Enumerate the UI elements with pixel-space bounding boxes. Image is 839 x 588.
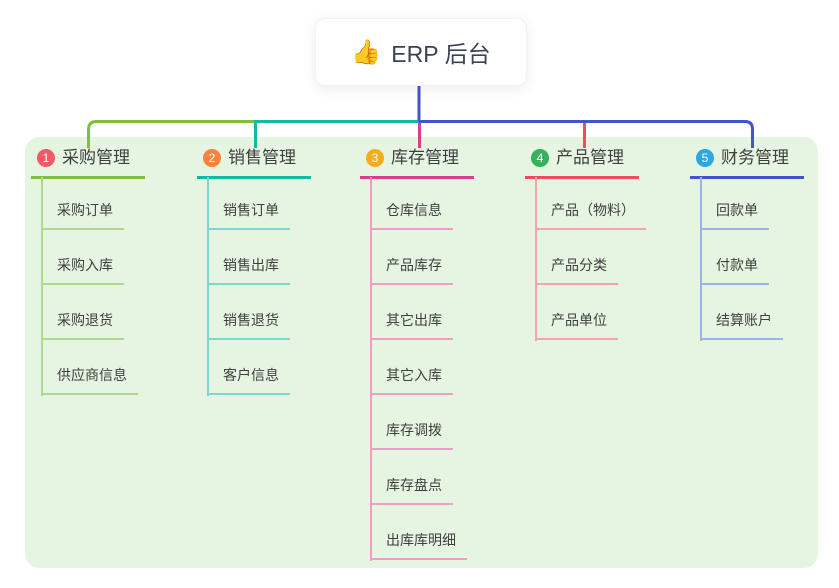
child-node[interactable]: 销售出库 bbox=[207, 257, 290, 285]
branch-children: 产品（物料） 产品分类 产品单位 bbox=[535, 179, 646, 340]
branch-inventory: 3 库存管理 仓库信息 产品库存 其它出库 其它入库 库存调拨 库存盘点 出库库… bbox=[360, 147, 474, 561]
branch-child-line bbox=[700, 177, 702, 341]
list-item: 产品（物料） bbox=[535, 179, 646, 230]
list-item: 采购退货 bbox=[41, 285, 145, 340]
list-item: 供应商信息 bbox=[41, 340, 145, 395]
branch-child-line bbox=[207, 177, 209, 396]
child-node[interactable]: 产品分类 bbox=[535, 257, 618, 285]
list-item: 客户信息 bbox=[207, 340, 311, 395]
branch-children: 销售订单 销售出库 销售退货 客户信息 bbox=[207, 179, 311, 395]
list-item: 采购入库 bbox=[41, 230, 145, 285]
list-item: 其它出库 bbox=[370, 285, 474, 340]
branch-header-product[interactable]: 4 产品管理 bbox=[525, 147, 639, 179]
child-node[interactable]: 仓库信息 bbox=[370, 202, 453, 230]
branch-child-line bbox=[535, 177, 537, 341]
list-item: 结算账户 bbox=[700, 285, 804, 340]
list-item: 出库库明细 bbox=[370, 505, 474, 560]
branch-child-line bbox=[370, 177, 372, 561]
branch-number-badge: 3 bbox=[366, 148, 384, 167]
child-node[interactable]: 采购入库 bbox=[41, 257, 124, 285]
branch-label: 财务管理 bbox=[721, 148, 789, 167]
list-item: 销售退货 bbox=[207, 285, 311, 340]
child-node[interactable]: 采购退货 bbox=[41, 312, 124, 340]
list-item: 库存调拨 bbox=[370, 395, 474, 450]
child-node[interactable]: 产品库存 bbox=[370, 257, 453, 285]
branch-number-badge: 2 bbox=[203, 148, 221, 167]
child-node[interactable]: 库存调拨 bbox=[370, 422, 453, 450]
branch-children: 采购订单 采购入库 采购退货 供应商信息 bbox=[41, 179, 145, 395]
list-item: 库存盘点 bbox=[370, 450, 474, 505]
child-node[interactable]: 销售订单 bbox=[207, 202, 290, 230]
branch-label: 产品管理 bbox=[556, 148, 624, 167]
list-item: 采购订单 bbox=[41, 179, 145, 230]
branch-label: 库存管理 bbox=[391, 148, 459, 167]
thumbs-up-icon: 👍 bbox=[351, 38, 382, 66]
root-node[interactable]: 👍 ERP 后台 bbox=[315, 18, 527, 86]
child-node[interactable]: 付款单 bbox=[700, 257, 769, 285]
branch-header-inventory[interactable]: 3 库存管理 bbox=[360, 147, 474, 179]
child-node[interactable]: 出库库明细 bbox=[370, 532, 467, 560]
root-node-label: ERP 后台 bbox=[391, 41, 491, 67]
list-item: 回款单 bbox=[700, 179, 804, 230]
child-node[interactable]: 其它入库 bbox=[370, 367, 453, 395]
child-node[interactable]: 库存盘点 bbox=[370, 477, 453, 505]
branch-number-badge: 1 bbox=[37, 148, 55, 167]
branch-children: 仓库信息 产品库存 其它出库 其它入库 库存调拨 库存盘点 出库库明细 bbox=[370, 179, 474, 560]
child-node[interactable]: 销售退货 bbox=[207, 312, 290, 340]
branch-children: 回款单 付款单 结算账户 bbox=[700, 179, 804, 340]
branch-header-sales[interactable]: 2 销售管理 bbox=[197, 147, 311, 179]
branch-header-finance[interactable]: 5 财务管理 bbox=[690, 147, 804, 179]
branch-product: 4 产品管理 产品（物料） 产品分类 产品单位 bbox=[525, 147, 646, 341]
child-node[interactable]: 回款单 bbox=[700, 202, 769, 230]
list-item: 仓库信息 bbox=[370, 179, 474, 230]
list-item: 产品库存 bbox=[370, 230, 474, 285]
branch-header-purchase[interactable]: 1 采购管理 bbox=[31, 147, 145, 179]
child-node[interactable]: 供应商信息 bbox=[41, 367, 138, 395]
child-node[interactable]: 产品单位 bbox=[535, 312, 618, 340]
child-node[interactable]: 结算账户 bbox=[700, 312, 783, 340]
list-item: 产品分类 bbox=[535, 230, 646, 285]
branch-label: 销售管理 bbox=[228, 148, 296, 167]
branches-panel bbox=[25, 137, 818, 568]
branch-sales: 2 销售管理 销售订单 销售出库 销售退货 客户信息 bbox=[197, 147, 311, 396]
branch-purchase: 1 采购管理 采购订单 采购入库 采购退货 供应商信息 bbox=[31, 147, 145, 396]
branch-number-badge: 4 bbox=[531, 148, 549, 167]
list-item: 销售订单 bbox=[207, 179, 311, 230]
list-item: 产品单位 bbox=[535, 285, 646, 340]
child-node[interactable]: 客户信息 bbox=[207, 367, 290, 395]
list-item: 付款单 bbox=[700, 230, 804, 285]
branch-child-line bbox=[41, 177, 43, 396]
list-item: 其它入库 bbox=[370, 340, 474, 395]
child-node[interactable]: 采购订单 bbox=[41, 202, 124, 230]
child-node[interactable]: 其它出库 bbox=[370, 312, 453, 340]
branch-number-badge: 5 bbox=[696, 148, 714, 167]
list-item: 销售出库 bbox=[207, 230, 311, 285]
branch-label: 采购管理 bbox=[62, 148, 130, 167]
branch-finance: 5 财务管理 回款单 付款单 结算账户 bbox=[690, 147, 804, 341]
child-node[interactable]: 产品（物料） bbox=[535, 202, 646, 230]
